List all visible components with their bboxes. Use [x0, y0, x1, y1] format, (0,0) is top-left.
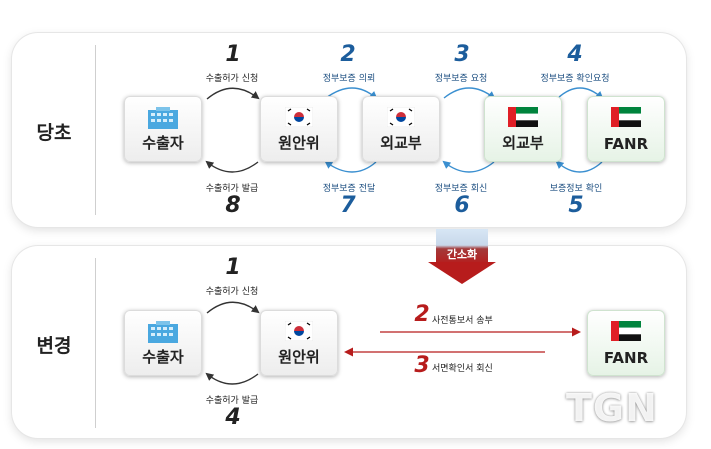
after-step-4-text: 수출허가 발급 [205, 396, 259, 406]
before-step-6-text: 정부보증 회신 [434, 184, 488, 194]
node-label: FANR [603, 135, 649, 153]
simplify-arrow-shaft [436, 229, 488, 265]
after-arrow-1 [206, 301, 260, 314]
uae-flag-icon [611, 107, 641, 131]
before-step-5-number: 5 [568, 193, 584, 218]
korea-flag-icon [284, 106, 314, 131]
node-label: 외교부 [502, 134, 544, 152]
node-label: 외교부 [380, 134, 422, 152]
korea-flag-icon [284, 320, 314, 345]
before-divider [95, 45, 96, 215]
watermark-logo: TGN [566, 386, 658, 430]
before-arrow-2 [325, 87, 378, 100]
before-arrow-6 [442, 160, 495, 173]
uae-flag-icon [611, 321, 641, 345]
before-step-1-number: 1 [225, 42, 241, 67]
after-step-2-number: 2 [414, 302, 430, 327]
after-step-1-number: 1 [225, 255, 241, 280]
before-arrow-1 [206, 87, 260, 100]
after-step-1-text: 수출허가 신청 [205, 287, 259, 297]
before-step-8-number: 8 [225, 193, 241, 218]
building-icon [146, 107, 180, 133]
korea-flag-icon [386, 106, 416, 131]
after-arrow-4 [205, 372, 259, 385]
node-label: 원안위 [278, 134, 320, 152]
after-divider [95, 258, 96, 428]
simplify-label: 간소화 [446, 248, 478, 261]
before-step-4-number: 4 [567, 42, 583, 67]
before-step-7-number: 7 [340, 193, 356, 218]
after-label: 변경 [36, 335, 72, 357]
before-step-3-number: 3 [454, 42, 470, 67]
before-label: 당초 [36, 122, 72, 144]
before-step-8-text: 수출허가 발급 [205, 184, 259, 194]
before-node-fanr: FANR [587, 96, 665, 162]
node-label: FANR [603, 349, 649, 367]
simplify-arrow-head [428, 262, 496, 284]
after-step-3-text: 서면확인서 회신 [432, 364, 493, 374]
node-label: 수출자 [142, 134, 184, 152]
after-step-4-number: 4 [225, 405, 241, 430]
before-step-5-text: 보증정보 확인 [549, 184, 603, 194]
before-arrow-7 [324, 160, 377, 173]
node-label: 원안위 [278, 348, 320, 366]
before-node-nssc: 원안위 [260, 96, 338, 162]
before-step-7-text: 정부보증 전달 [322, 184, 376, 194]
before-node-exporter: 수출자 [124, 96, 202, 162]
before-step-4-text: 정부보증 확인요청 [540, 74, 610, 84]
before-step-2-number: 2 [340, 42, 356, 67]
node-label: 수출자 [142, 348, 184, 366]
before-step-2-text: 정부보증 의뢰 [322, 74, 376, 84]
uae-flag-icon [508, 107, 538, 131]
before-step-6-number: 6 [454, 193, 470, 218]
after-node-exporter: 수출자 [124, 310, 202, 376]
before-arrow-4 [557, 87, 604, 100]
before-arrow-8 [205, 160, 259, 173]
before-node-mofa-kr: 외교부 [362, 96, 440, 162]
before-arrow-3 [443, 87, 496, 100]
before-node-mofa-uae: 외교부 [484, 96, 562, 162]
before-step-1-text: 수출허가 신청 [205, 74, 259, 84]
after-node-nssc: 원안위 [260, 310, 338, 376]
after-step-2-text: 사전통보서 송부 [432, 316, 493, 326]
after-step-3-number: 3 [414, 353, 430, 378]
after-node-fanr: FANR [587, 310, 665, 376]
before-step-3-text: 정부보증 요청 [434, 74, 488, 84]
before-arrow-5 [555, 160, 603, 173]
building-icon [146, 321, 180, 347]
